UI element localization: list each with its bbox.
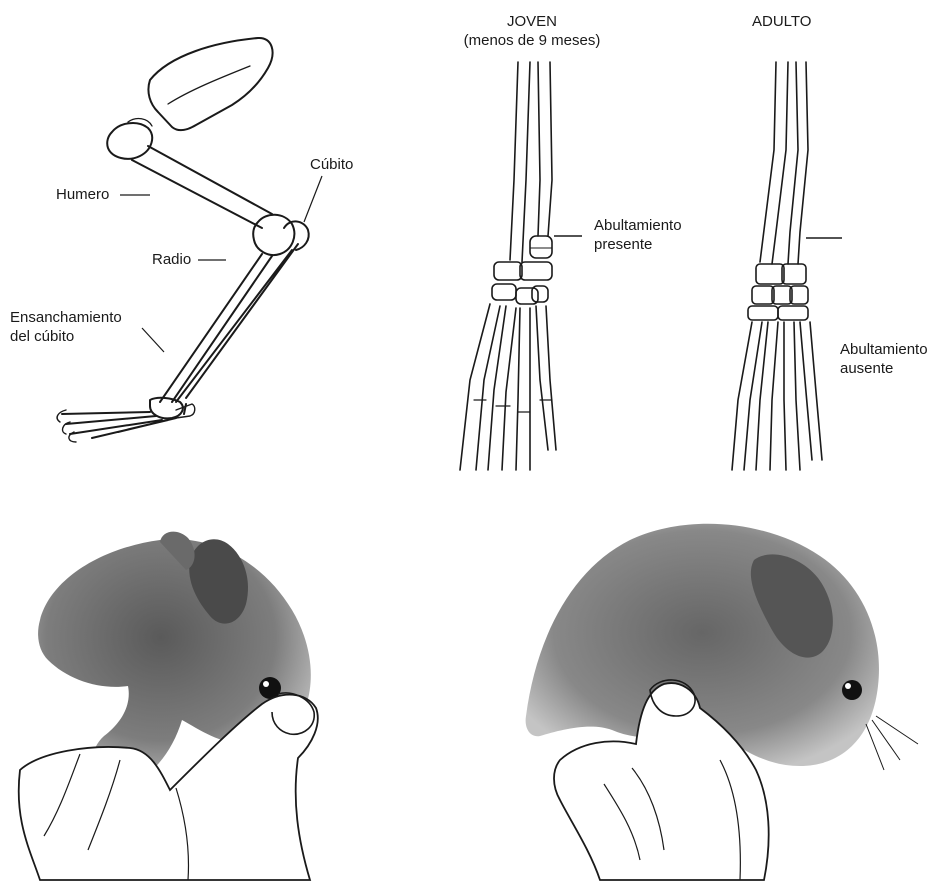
ulna-bone [176, 244, 298, 402]
label-ensanchamiento-line2: del cúbito [10, 327, 122, 346]
scapula-bone [148, 38, 272, 130]
label-ensanchamiento: Ensanchamiento del cúbito [10, 308, 122, 346]
young-note-line1: Abultamiento [594, 216, 682, 235]
young-note: Abultamiento presente [594, 216, 682, 254]
young-note-line2: presente [594, 235, 682, 254]
adult-note-line1: Abultamiento [840, 340, 928, 359]
adult-note-line2: ausente [840, 359, 928, 378]
young-heading: JOVEN (menos de 9 meses) [452, 12, 612, 50]
humerus-bone [132, 146, 272, 228]
adult-note: Abultamiento ausente [840, 340, 928, 378]
juvenile-forearm-bones [460, 62, 556, 470]
young-subtitle: (menos de 9 meses) [452, 31, 612, 50]
adult-rabbit-illustration [526, 524, 918, 880]
label-humero: Humero [56, 185, 109, 204]
radius-bone [160, 254, 272, 402]
limb-leader-lines [120, 176, 322, 352]
label-radio: Radio [152, 250, 191, 269]
foreleg-skeleton [57, 38, 309, 442]
label-cubito: Cúbito [310, 155, 353, 174]
young-title: JOVEN [452, 12, 612, 31]
paw-bones [62, 404, 186, 438]
young-rabbit-illustration [19, 532, 318, 880]
label-ensanchamiento-line1: Ensanchamiento [10, 308, 122, 327]
shoulder-joint [107, 123, 152, 159]
adult-forearm-bones [732, 62, 822, 470]
elbow-joint [253, 215, 294, 255]
adult-title: ADULTO [752, 12, 811, 31]
